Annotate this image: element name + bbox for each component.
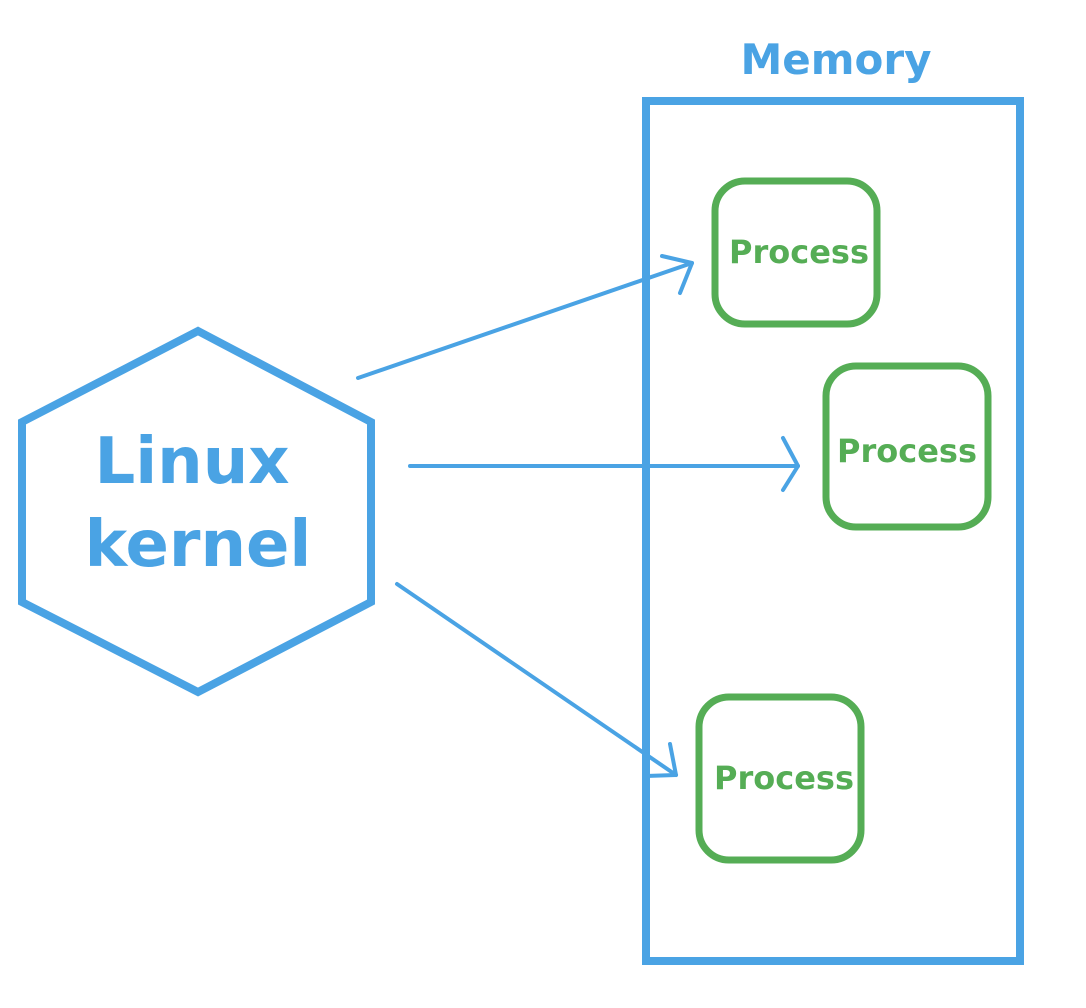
linux-kernel-hexagon (18, 326, 375, 697)
process-box-3 (695, 693, 865, 864)
process-label-3: Process (714, 759, 854, 797)
kernel-label-line1: Linux (94, 425, 289, 499)
process-box-1 (711, 177, 881, 328)
arrow-to-process-1 (356, 254, 694, 380)
memory-title: Memory (741, 35, 932, 84)
arrow-to-process-3 (395, 582, 678, 778)
memory-box (642, 97, 1024, 965)
kernel-label-line2: kernel (85, 508, 312, 582)
process-label-2: Process (837, 432, 977, 470)
process-box-2 (822, 362, 992, 531)
process-label-1: Process (729, 233, 869, 271)
arrow-to-process-2 (408, 436, 800, 492)
